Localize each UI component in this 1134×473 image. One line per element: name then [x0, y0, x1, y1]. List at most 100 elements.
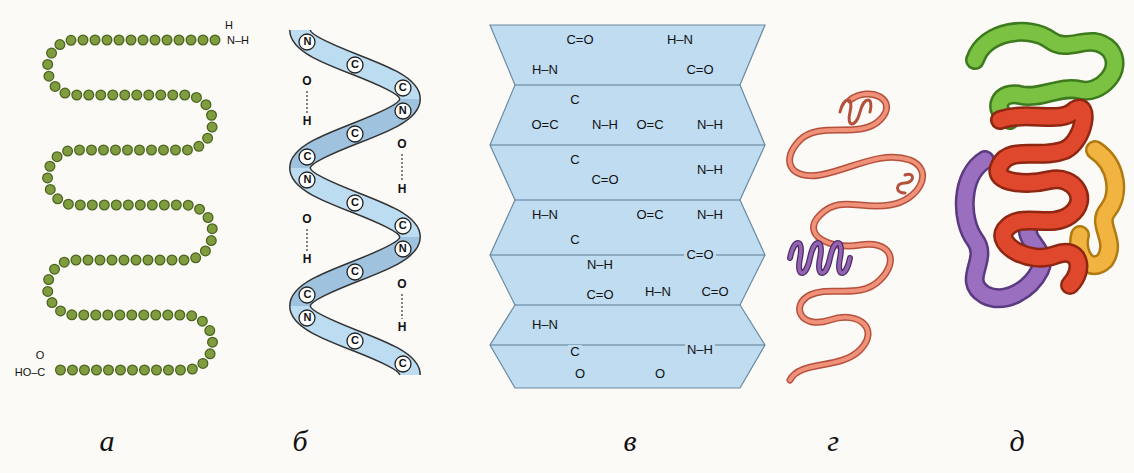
atom-ring [299, 34, 315, 50]
atom-symbol: C [351, 335, 359, 346]
helix-back-outline [300, 99, 410, 306]
fold-helix [790, 243, 850, 273]
bond-group: C [568, 345, 581, 359]
atom-label: H [396, 321, 409, 334]
atom-circle: C [298, 286, 316, 304]
atom-ring [395, 241, 411, 257]
fold-coil [840, 100, 913, 193]
atom-ring [395, 80, 411, 96]
atom-symbol: N [303, 36, 311, 47]
atom-symbol: C [303, 289, 311, 300]
fold-helix-outline [790, 243, 850, 273]
atom-circle: C [346, 332, 364, 350]
atom-circle: C [298, 148, 316, 166]
atom-ring [347, 264, 363, 280]
bond-group: H–N [665, 33, 695, 47]
atom-ring [299, 172, 315, 188]
primary-chain [48, 40, 216, 370]
atom-label: O [395, 138, 408, 151]
bond-group: C=O [564, 33, 595, 47]
atom-ring [299, 149, 315, 165]
atom-symbol: C [351, 59, 359, 70]
atom-circle: N [394, 240, 412, 258]
fold-ribbon [790, 94, 923, 380]
atom-symbol: C [351, 266, 359, 277]
atom-label: O [300, 213, 313, 226]
bond-group: H–N [530, 318, 560, 332]
helix-back [300, 99, 410, 306]
alpha-helix [300, 30, 410, 375]
atom-circle: C [346, 125, 364, 143]
panel-letter: б [290, 424, 309, 457]
bond-group: C=O [684, 63, 715, 77]
atom-circle: C [394, 355, 412, 373]
fold-outline [790, 94, 923, 380]
atom-symbol: C [351, 128, 359, 139]
bond-group: O=C [634, 208, 665, 222]
subunit-green-outline [975, 32, 1115, 120]
atom-ring [395, 103, 411, 119]
bond-group: C=O [584, 288, 615, 302]
atom-label: O [395, 278, 408, 291]
chain-end-group: N–H [225, 34, 251, 46]
atom-circle: C [346, 263, 364, 281]
subunit-green [975, 32, 1115, 120]
bond-group: O=C [529, 118, 560, 132]
atom-circle: N [298, 309, 316, 327]
subunit-red-outline [998, 108, 1083, 285]
atom-label: H [396, 183, 409, 196]
atom-circle: N [298, 171, 316, 189]
atom-symbol: C [351, 197, 359, 208]
atom-symbol: N [303, 312, 311, 323]
bond-group: N–H [590, 118, 620, 132]
chain-end-group: HO–C [13, 366, 48, 378]
quaternary-complex [965, 32, 1115, 298]
atom-circle: C [394, 217, 412, 235]
bead-outline [48, 40, 216, 370]
atom-ring [395, 356, 411, 372]
bond-group: C [568, 153, 581, 167]
sheet-plane [490, 25, 765, 388]
atom-symbol: C [399, 220, 407, 231]
bond-group: O [653, 367, 667, 381]
sheet-fold [490, 85, 765, 345]
atom-ring [299, 287, 315, 303]
bond-group: H–N [530, 63, 560, 77]
panel-letter: в [621, 424, 638, 457]
atom-symbol: N [399, 105, 407, 116]
helix-front-outline [300, 30, 410, 375]
atom-label: H [301, 115, 314, 128]
atom-ring [347, 57, 363, 73]
bond-group: N–H [695, 208, 725, 222]
atom-label: O [300, 75, 313, 88]
bond-group: H–N [643, 285, 673, 299]
bond-group: C=O [684, 248, 715, 262]
panel-letter: д [1007, 424, 1026, 457]
helix-front [300, 30, 410, 375]
bond-group: H–N [530, 208, 560, 222]
subunit-red [998, 108, 1083, 285]
atom-ring [395, 218, 411, 234]
atom-symbol: N [399, 243, 407, 254]
bond-group: O [573, 367, 587, 381]
bond-group: N–H [585, 258, 615, 272]
atom-circle: C [346, 194, 364, 212]
atom-symbol: C [399, 358, 407, 369]
atom-circle: N [298, 33, 316, 51]
panel-letter: г [825, 424, 841, 457]
atom-ring [347, 333, 363, 349]
panel-letter: а [98, 424, 117, 457]
atom-symbol: C [303, 151, 311, 162]
atom-circle: C [346, 56, 364, 74]
bond-group: N–H [685, 343, 715, 357]
atom-symbol: C [399, 82, 407, 93]
bond-group: C=O [589, 173, 620, 187]
chain-end-group: H [223, 19, 235, 31]
chain-end-group: O [34, 349, 47, 361]
atom-circle: N [394, 102, 412, 120]
atom-ring [299, 310, 315, 326]
atom-circle: C [394, 79, 412, 97]
beta-sheet [490, 25, 765, 388]
